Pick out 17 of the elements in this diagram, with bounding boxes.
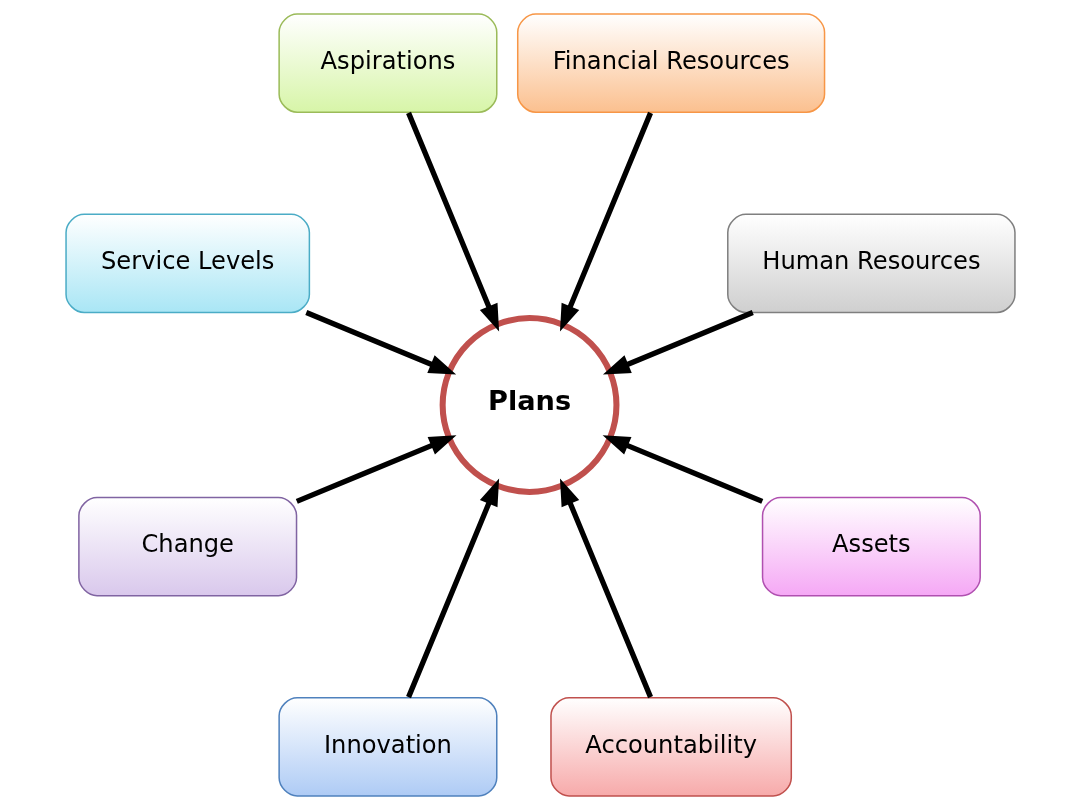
arrow	[602, 435, 763, 504]
arrow	[405, 111, 499, 332]
node-box: Assets	[761, 496, 981, 597]
node-box: Aspirations	[277, 13, 498, 114]
arrow	[559, 111, 653, 332]
node-box: Change	[77, 496, 297, 597]
node-circle: Plans	[439, 315, 619, 495]
node-box: Financial Resources	[516, 13, 825, 114]
node-box: Service Levels	[64, 213, 310, 314]
arrow	[295, 435, 456, 504]
arrow	[304, 310, 456, 375]
node-box: Innovation	[277, 696, 498, 797]
node-box: Accountability	[549, 696, 792, 797]
arrow	[559, 478, 653, 699]
arrow	[405, 478, 499, 699]
node-box: Human Resources	[726, 213, 1016, 314]
arrow	[602, 310, 754, 375]
